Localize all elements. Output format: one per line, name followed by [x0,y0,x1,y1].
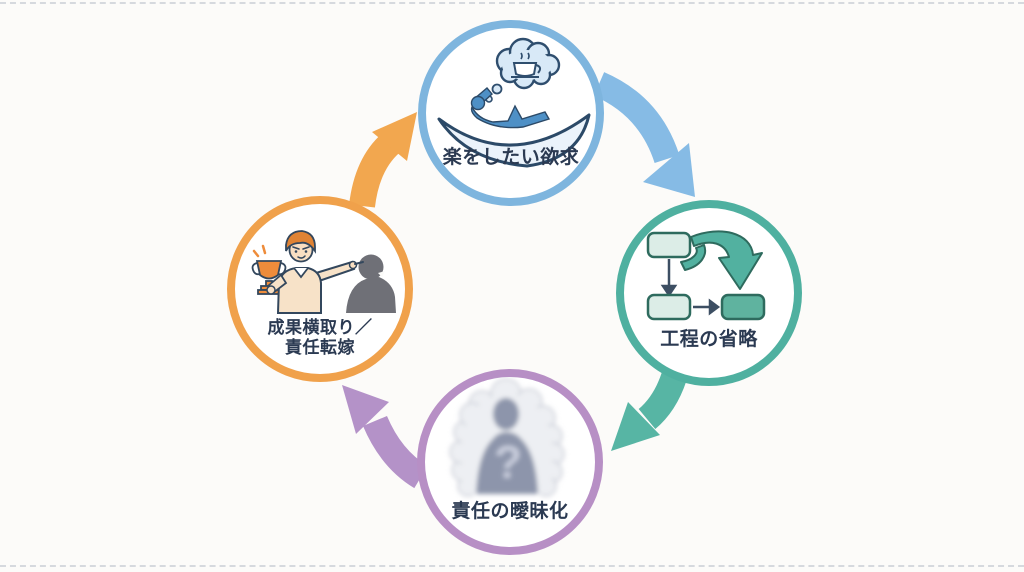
top-edge-dashed-line [0,2,1024,4]
node-label-credit-blame: 成果横取り／ 責任転嫁 [235,318,405,358]
node-label-credit-blame-line2: 責任転嫁 [285,338,355,357]
node-label-responsibility-blur: 責任の曖昧化 [451,501,569,522]
node-ease-desire: 楽をしたい欲求 [418,20,604,206]
svg-text:?: ? [494,436,522,488]
arrow-bottom-to-left-icon [342,385,429,489]
bottom-edge-dashed-line [0,565,1024,567]
blurred-person-icon: ? [449,378,565,497]
node-credit-blame: 成果横取り／ 責任転嫁 [227,196,413,382]
trophy-blame-icon [251,230,396,314]
arrow-right-to-bottom-icon [611,372,687,451]
node-label-ease-desire: 楽をしたい欲求 [442,147,580,168]
flowchart-skip-icon [646,230,766,321]
node-process-skipping: 工程の省略 [616,200,802,386]
arrow-top-to-right-icon [593,72,695,197]
hammock-rest-icon [437,37,591,168]
node-responsibility-blur: ? 責任の曖昧化 [417,369,603,555]
arrow-left-to-top-icon [349,112,417,208]
node-label-process-skipping: 工程の省略 [660,329,758,350]
node-label-credit-blame-line1: 成果横取り／ [267,318,373,337]
